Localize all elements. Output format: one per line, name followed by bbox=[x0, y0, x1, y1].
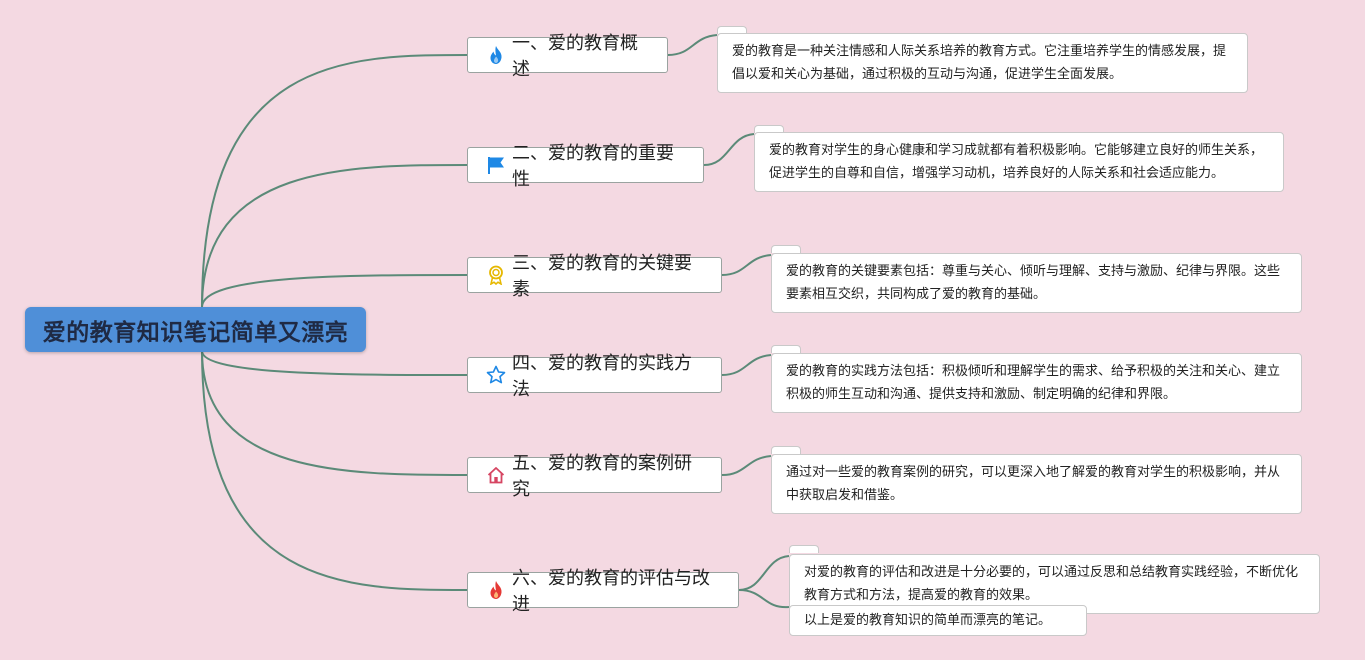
topic-practice-methods[interactable]: 四、爱的教育的实践方法 bbox=[467, 353, 722, 400]
topic-case-studies[interactable]: 五、爱的教育的案例研究 bbox=[467, 453, 722, 500]
fire-icon bbox=[486, 580, 506, 600]
note-case-studies[interactable]: 通过对一些爱的教育案例的研究，可以更深入地了解爱的教育对学生的积极影响，并从中获… bbox=[771, 454, 1302, 514]
topic-to-note-connector bbox=[738, 589, 790, 609]
topic-importance[interactable]: 二、爱的教育的重要性 bbox=[467, 143, 704, 190]
topic-to-note-connector bbox=[721, 254, 772, 276]
topic-to-note-connector bbox=[721, 455, 772, 476]
note-importance[interactable]: 爱的教育对学生的身心健康和学习成就都有着积极影响。它能够建立良好的师生关系，促进… bbox=[754, 132, 1284, 192]
note-text: 爱的教育对学生的身心健康和学习成就都有着积极影响。它能够建立良好的师生关系，促进… bbox=[769, 143, 1264, 181]
topic-to-note-connector bbox=[667, 34, 718, 56]
note-text: 以上是爱的教育知识的简单而漂亮的笔记。 bbox=[804, 613, 1052, 628]
root-to-topic-connector bbox=[201, 274, 468, 308]
note-text: 爱的教育的关键要素包括：尊重与关心、倾听与理解、支持与激励、纪律与界限。这些要素… bbox=[786, 264, 1281, 302]
topic-label: 二、爱的教育的重要性 bbox=[512, 143, 674, 190]
note-tab bbox=[789, 545, 819, 553]
topic-label: 四、爱的教育的实践方法 bbox=[512, 353, 692, 400]
topic-evaluation-improvement[interactable]: 六、爱的教育的评估与改进 bbox=[467, 568, 739, 615]
topic-label: 一、爱的教育概述 bbox=[512, 33, 638, 80]
fire-icon bbox=[486, 45, 506, 65]
root-to-topic-connector bbox=[201, 164, 468, 308]
root-to-topic-connector bbox=[201, 350, 468, 376]
note-tab bbox=[754, 125, 784, 133]
note-tab bbox=[717, 26, 747, 34]
root-to-topic-connector bbox=[201, 350, 468, 476]
note-tab bbox=[771, 345, 801, 353]
topic-label: 六、爱的教育的评估与改进 bbox=[512, 568, 710, 615]
star-icon bbox=[486, 365, 506, 385]
topic-label: 五、爱的教育的案例研究 bbox=[512, 453, 692, 500]
topic-overview[interactable]: 一、爱的教育概述 bbox=[467, 33, 668, 80]
note-text: 对爱的教育的评估和改进是十分必要的，可以通过反思和总结教育实践经验，不断优化教育… bbox=[804, 565, 1299, 603]
note-practice-methods[interactable]: 爱的教育的实践方法包括：积极倾听和理解学生的需求、给予积极的关注和关心、建立积极… bbox=[771, 353, 1302, 413]
note-tab bbox=[771, 245, 801, 253]
note-text: 通过对一些爱的教育案例的研究，可以更深入地了解爱的教育对学生的积极影响，并从中获… bbox=[786, 465, 1281, 503]
note-key-elements[interactable]: 爱的教育的关键要素包括：尊重与关心、倾听与理解、支持与激励、纪律与界限。这些要素… bbox=[771, 253, 1302, 313]
note-text: 爱的教育的实践方法包括：积极倾听和理解学生的需求、给予积极的关注和关心、建立积极… bbox=[786, 364, 1281, 402]
root-title: 爱的教育知识笔记简单又漂亮 bbox=[42, 319, 349, 346]
note-overview[interactable]: 爱的教育是一种关注情感和人际关系培养的教育方式。它注重培养学生的情感发展，提倡以… bbox=[717, 33, 1248, 93]
award-icon bbox=[486, 265, 506, 285]
topic-label: 三、爱的教育的关键要素 bbox=[512, 253, 692, 300]
note-tab bbox=[771, 446, 801, 454]
note-text: 爱的教育是一种关注情感和人际关系培养的教育方式。它注重培养学生的情感发展，提倡以… bbox=[732, 44, 1227, 82]
note-evaluation[interactable]: 对爱的教育的评估和改进是十分必要的，可以通过反思和总结教育实践经验，不断优化教育… bbox=[789, 554, 1320, 614]
note-summary[interactable]: 以上是爱的教育知识的简单而漂亮的笔记。 bbox=[789, 605, 1087, 636]
root-to-topic-connector bbox=[201, 350, 468, 591]
flag-icon bbox=[486, 155, 506, 175]
root-topic[interactable]: 爱的教育知识笔记简单又漂亮 bbox=[25, 307, 366, 352]
root-to-topic-connector bbox=[201, 54, 468, 308]
topic-key-elements[interactable]: 三、爱的教育的关键要素 bbox=[467, 253, 722, 300]
topic-to-note-connector bbox=[738, 555, 790, 591]
home-icon bbox=[486, 465, 506, 485]
topic-to-note-connector bbox=[703, 133, 755, 166]
topic-to-note-connector bbox=[721, 354, 772, 376]
